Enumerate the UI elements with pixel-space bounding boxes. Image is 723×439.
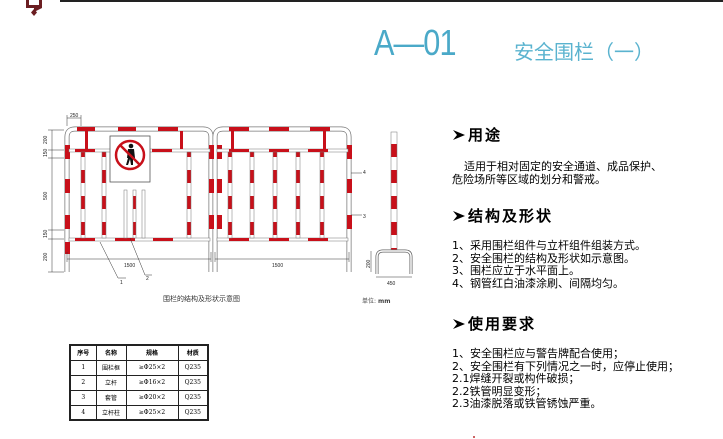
cell: Q235	[177, 404, 209, 421]
svg-text:4: 4	[363, 170, 366, 176]
heading-text: 结构及形状	[468, 207, 554, 225]
svg-text:200: 200	[43, 252, 49, 261]
heading-text: 用途	[468, 126, 503, 144]
section-heading: 用途	[452, 124, 662, 145]
unit-label: 单位: mm	[362, 298, 391, 305]
list-item: 2、安全围栏有下列情况之一时，应停止使用；	[452, 359, 679, 373]
cell: Q235	[177, 389, 209, 406]
cell: 套管	[95, 389, 127, 406]
list-item: 1、安全围栏应与警告牌配合使用；	[452, 347, 624, 360]
section-usage: 用途 适用于相对固定的安全通道、成品保护、 危险场所等区域的划分和警戒。	[452, 124, 662, 186]
page-title: 安全围栏（一）	[514, 40, 654, 64]
stray-mark	[473, 436, 475, 438]
fence-diagram: 250 1500 1500 450 1 2 3 4 200 150 500 15…	[43, 113, 413, 287]
list-item: 4、钢管红白油漆涂刷、间隔均匀。	[452, 276, 624, 290]
cell: ≥Φ25×2	[125, 359, 179, 376]
svg-text:150: 150	[43, 148, 49, 157]
arrow-bullet-icon	[453, 129, 465, 140]
cell: Q235	[177, 374, 209, 391]
cell: ≥Φ16×2	[125, 374, 179, 391]
table-row: 2 立杆 ≥Φ16×2 Q235	[69, 374, 209, 391]
cell: 立杆柱	[95, 404, 127, 421]
cell: 4	[69, 404, 97, 421]
arrow-bullet-icon	[453, 210, 465, 221]
col-header-spec: 规格	[125, 344, 179, 361]
list-item: 2、安全围栏的结构及形状如示意图。	[452, 251, 635, 265]
col-header-material: 材质	[177, 344, 209, 361]
diagram-caption: 围栏的结构及形状示意图	[163, 295, 240, 303]
dim-top-width: 250	[70, 113, 79, 119]
cell: 围栏框	[95, 359, 127, 376]
cell: 3	[69, 389, 97, 406]
svg-text:1500: 1500	[272, 263, 283, 269]
svg-text:200: 200	[43, 135, 49, 144]
list-item: 3、围栏应立于水平面上。	[452, 264, 580, 277]
list-item: 2.2铁管明显变形；	[452, 384, 547, 398]
section-requirements: 使用要求 1、安全围栏应与警告牌配合使用； 2、安全围栏有下列情况之一时，应停止…	[452, 313, 679, 411]
top-rule	[60, 0, 723, 2]
svg-text:3: 3	[363, 214, 366, 220]
table-row: 4 立杆柱 ≥Φ25×2 Q235	[69, 404, 209, 421]
svg-text:1500: 1500	[124, 263, 135, 269]
table-row: 3 套管 ≥Φ20×2 Q235	[69, 389, 209, 406]
arrow-bullet-icon	[453, 318, 465, 329]
svg-text:1: 1	[120, 280, 123, 286]
cell: 1	[69, 359, 97, 376]
svg-text:450: 450	[387, 281, 396, 287]
table-row: 1 围栏框 ≥Φ25×2 Q235	[69, 359, 209, 376]
svg-text:2: 2	[146, 276, 149, 282]
cell: 立杆	[95, 374, 127, 391]
cell: 2	[69, 374, 97, 391]
svg-text:200: 200	[366, 259, 372, 268]
list-item: 1、采用围栏组件与立杆组件组装方式。	[452, 239, 646, 252]
col-header-index: 序号	[69, 344, 97, 361]
heading-text: 使用要求	[468, 315, 537, 333]
logo-icon	[26, 0, 42, 16]
list-item: 2.1焊缝开裂或构件破损；	[452, 372, 580, 385]
list-item: 2.3油漆脱落或铁管锈蚀严重。	[452, 397, 602, 410]
section-heading: 使用要求	[452, 313, 679, 334]
usage-text-1: 适用于相对固定的安全通道、成品保护、	[464, 160, 662, 173]
page-code: A—01	[374, 22, 457, 63]
cell: Q235	[177, 359, 209, 376]
section-structure: 结构及形状 1、采用围栏组件与立杆组件组装方式。 2、安全围栏的结构及形状如示意…	[452, 205, 646, 290]
svg-text:500: 500	[43, 191, 49, 200]
section-heading: 结构及形状	[452, 205, 646, 226]
cell: ≥Φ20×2	[125, 389, 179, 406]
spec-table: 序号 名称 规格 材质 1 围栏框 ≥Φ25×2 Q235 2 立杆 ≥Φ16×…	[69, 344, 209, 421]
table-header-row: 序号 名称 规格 材质	[69, 344, 209, 361]
svg-text:150: 150	[43, 229, 49, 238]
cell: ≥Φ25×2	[125, 404, 179, 421]
col-header-name: 名称	[95, 344, 127, 361]
usage-text-2: 危险场所等区域的划分和警戒。	[452, 173, 606, 186]
